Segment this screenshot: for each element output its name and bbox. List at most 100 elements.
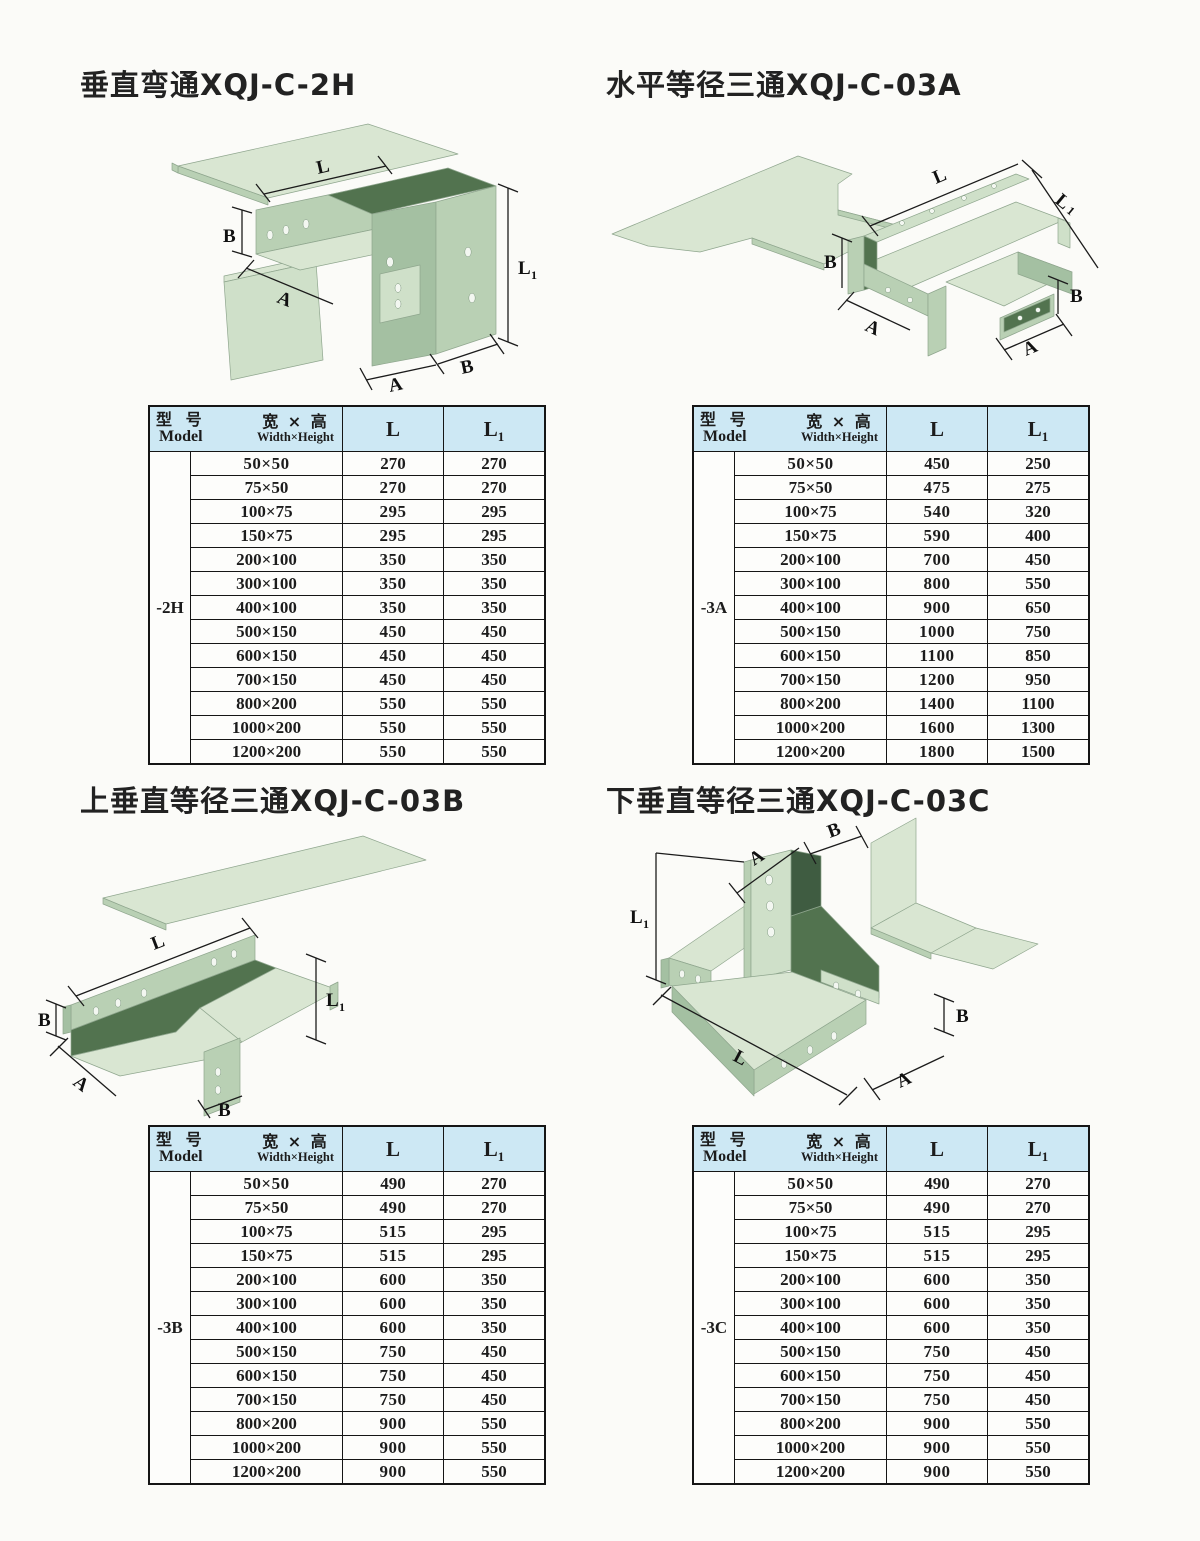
l-cell: 900 (342, 1435, 444, 1460)
l1-cell: 270 (443, 451, 546, 476)
dim-label-l1-sub: 1 (643, 917, 649, 931)
l1-cell: 350 (443, 571, 546, 596)
model-cell: -3A (692, 451, 735, 765)
l1-cell: 850 (987, 643, 1090, 668)
l-cell: 800 (886, 571, 988, 596)
l1-cell: 295 (443, 1243, 546, 1268)
l-cell: 1800 (886, 739, 988, 765)
l1-cell: 270 (987, 1171, 1090, 1196)
header-l1: L1 (987, 1125, 1090, 1172)
section-title: 上垂直等径三通XQJ-C-03B (80, 784, 466, 818)
l-cell: 600 (342, 1315, 444, 1340)
size-cell: 1200×200 (190, 739, 343, 765)
dim-label-b-bottom: B (459, 356, 476, 379)
dim-label-b: B (223, 226, 236, 247)
l1-cell: 550 (987, 1459, 1090, 1485)
size-cell: 150×75 (190, 1243, 343, 1268)
l-cell: 475 (886, 475, 988, 500)
dim-label-l1: L (518, 258, 531, 279)
l1-cell: 320 (987, 499, 1090, 524)
l-cell: 350 (342, 571, 444, 596)
dim-label-l1-sub: 1 (531, 268, 537, 282)
horizontal-tee-drawing: L L 1 B A B A (611, 155, 1099, 361)
size-cell: 75×50 (734, 1195, 887, 1220)
l-cell: 490 (886, 1171, 988, 1196)
l-cell: 750 (342, 1339, 444, 1364)
l-cell: 270 (342, 451, 444, 476)
l-cell: 900 (886, 1459, 988, 1485)
l1-cell: 450 (987, 1339, 1090, 1364)
size-cell: 75×50 (734, 475, 887, 500)
size-cell: 300×100 (734, 1291, 887, 1316)
l-cell: 1600 (886, 715, 988, 740)
l1-cell: 550 (987, 1435, 1090, 1460)
l-cell: 550 (342, 739, 444, 765)
l-cell: 1200 (886, 667, 988, 692)
size-cell: 1000×200 (734, 715, 887, 740)
dim-label-b: B (38, 1010, 51, 1031)
l1-cell: 750 (987, 619, 1090, 644)
l-cell: 350 (342, 547, 444, 572)
l1-cell: 550 (443, 739, 546, 765)
size-cell: 300×100 (190, 571, 343, 596)
l1-cell: 350 (443, 1267, 546, 1292)
size-cell: 150×75 (734, 523, 887, 548)
header-l: L (342, 405, 444, 452)
size-cell: 1200×200 (734, 739, 887, 765)
size-cell: 1200×200 (190, 1459, 343, 1485)
size-cell: 100×75 (190, 499, 343, 524)
l1-cell: 1300 (987, 715, 1090, 740)
size-cell: 500×150 (734, 1339, 887, 1364)
dim-label-l1-sub: 1 (339, 1000, 345, 1014)
header-l: L (342, 1125, 444, 1172)
l-cell: 600 (886, 1267, 988, 1292)
l1-cell: 550 (443, 1435, 546, 1460)
l-cell: 1400 (886, 691, 988, 716)
l1-cell: 295 (987, 1219, 1090, 1244)
l1-cell: 550 (987, 571, 1090, 596)
l1-cell: 450 (987, 1387, 1090, 1412)
l-cell: 900 (342, 1411, 444, 1436)
dim-label-a: A (862, 315, 884, 340)
dim-label-b-right: B (956, 1006, 969, 1027)
size-cell: 1000×200 (190, 715, 343, 740)
l1-cell: 270 (443, 1195, 546, 1220)
l-cell: 350 (342, 595, 444, 620)
size-cell: 500×150 (734, 619, 887, 644)
l-cell: 750 (342, 1387, 444, 1412)
l-cell: 750 (886, 1339, 988, 1364)
l-cell: 600 (342, 1267, 444, 1292)
header-l1: L1 (987, 405, 1090, 452)
section-title: 下垂直等径三通XQJ-C-03C (606, 784, 991, 818)
size-cell: 400×100 (190, 595, 343, 620)
l-cell: 490 (342, 1171, 444, 1196)
size-cell: 400×100 (734, 595, 887, 620)
dim-label-b-top: B (825, 819, 844, 843)
dim-label-b: B (824, 252, 837, 273)
l-cell: 490 (886, 1195, 988, 1220)
figure-vertical-bend: L B A L 1 A B (128, 102, 552, 402)
l-cell: 590 (886, 523, 988, 548)
